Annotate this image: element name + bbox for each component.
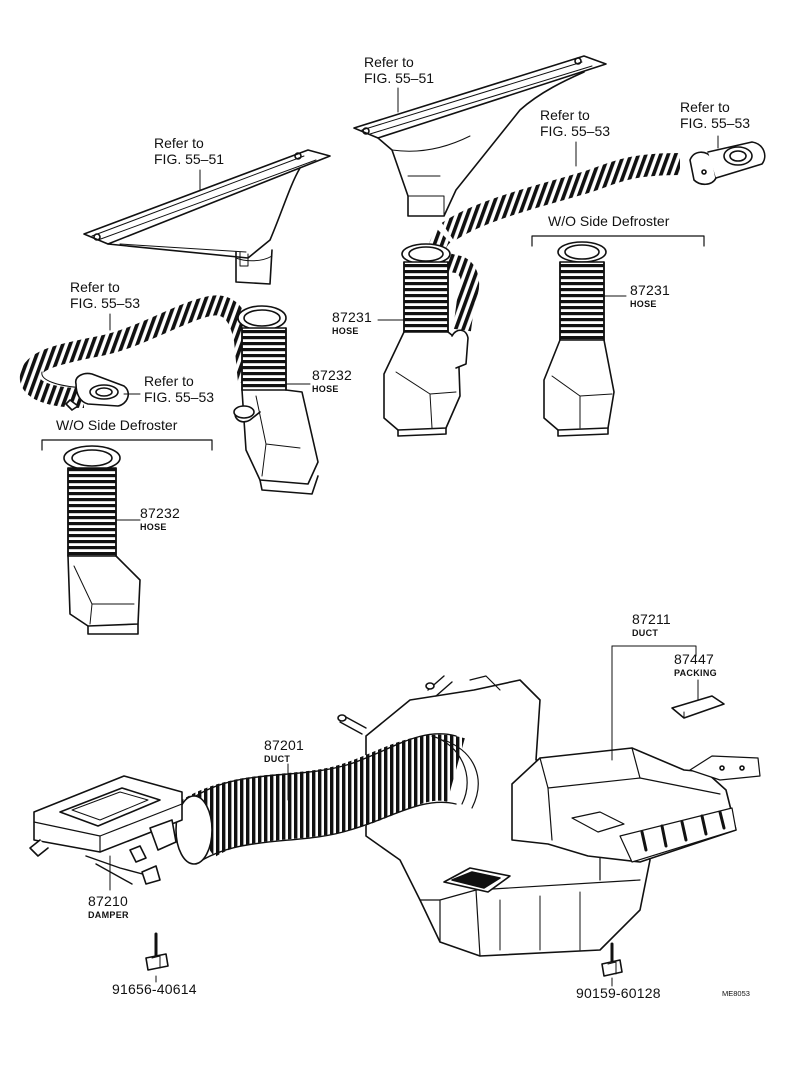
hose-87232-without-side-defroster (63, 445, 141, 635)
ref-left-hose: Refer to FIG. 55–53 (70, 279, 141, 311)
part-87232-b: 87232 HOSE (140, 505, 180, 532)
part-87201-name: DUCT (264, 753, 291, 764)
part-87201: 87201 DUCT (264, 737, 304, 764)
right-variant-bracket (531, 235, 705, 247)
variant-left-title: W/O Side Defroster (56, 417, 178, 433)
ref-right-hose: Refer to FIG. 55–53 (540, 107, 611, 139)
leader-lines (109, 87, 719, 987)
part-87231-a-number: 87231 (332, 309, 372, 325)
left-side-defroster-hose (20, 295, 258, 408)
part-87231-b-number: 87231 (630, 282, 670, 298)
part-87211-name: DUCT (632, 627, 659, 638)
part-87232-b-number: 87232 (140, 505, 180, 521)
ref-right-top: Refer to FIG. 55–51 (364, 54, 435, 86)
left-defroster-nozzle (83, 149, 331, 285)
part-87231-b: 87231 HOSE (630, 282, 670, 309)
part-87211: 87211 DUCT (632, 611, 671, 638)
part-87447: 87447 PACKING (674, 651, 717, 678)
part-90159-60128: 90159-60128 (576, 985, 661, 1001)
ref-far-right-outlet-line2: FIG. 55–53 (680, 114, 751, 131)
part-87232-a-name: HOSE (312, 383, 339, 394)
ref-right-top-line2: FIG. 55–51 (364, 69, 435, 86)
bolt-91656-40614 (145, 932, 169, 971)
part-87232-a: 87232 HOSE (312, 367, 352, 394)
part-87447-name: PACKING (674, 667, 717, 678)
packing-87447 (671, 695, 725, 719)
ref-left-outlet: Refer to FIG. 55–53 (144, 373, 215, 405)
right-side-defroster-outlet (689, 141, 766, 186)
bolt-90159-60128 (601, 942, 623, 977)
ref-right-hose-line2: FIG. 55–53 (540, 122, 611, 139)
damper-87210 (29, 775, 183, 885)
part-87231-b-name: HOSE (630, 298, 657, 309)
part-91656-40614: 91656-40614 (112, 981, 197, 997)
ref-left-top-line1: Refer to (154, 135, 204, 151)
part-87211-number: 87211 (632, 611, 671, 627)
hose-87232-with-side-defroster (233, 305, 319, 495)
ref-left-outlet-line1: Refer to (144, 373, 194, 389)
ref-left-top-line2: FIG. 55–51 (154, 150, 225, 167)
ref-left-outlet-line2: FIG. 55–53 (144, 388, 215, 405)
ref-far-right-outlet-line1: Refer to (680, 99, 730, 115)
left-variant-bracket (41, 439, 213, 451)
part-87201-number: 87201 (264, 737, 304, 753)
ref-right-top-line1: Refer to (364, 54, 414, 70)
part-87232-b-name: HOSE (140, 521, 167, 532)
variant-right-title: W/O Side Defroster (548, 213, 670, 229)
duct-87211 (511, 747, 761, 863)
drawing-code: ME8053 (722, 989, 750, 998)
part-87210: 87210 DAMPER (88, 893, 129, 920)
part-87231-a-name: HOSE (332, 325, 359, 336)
part-87210-name: DAMPER (88, 909, 129, 920)
right-defroster-nozzle (353, 55, 607, 217)
part-87210-number: 87210 (88, 893, 128, 909)
hose-87231-without-side-defroster (543, 241, 615, 437)
ref-right-hose-line1: Refer to (540, 107, 590, 123)
part-87447-number: 87447 (674, 651, 714, 667)
part-87232-a-number: 87232 (312, 367, 352, 383)
ref-left-top: Refer to FIG. 55–51 (154, 135, 225, 167)
ref-left-hose-line2: FIG. 55–53 (70, 294, 141, 311)
ref-left-hose-line1: Refer to (70, 279, 120, 295)
left-side-defroster-outlet (65, 372, 130, 411)
part-87231-a: 87231 HOSE (332, 309, 372, 336)
ref-far-right-outlet: Refer to FIG. 55–53 (680, 99, 751, 131)
duct-87201 (175, 733, 479, 865)
